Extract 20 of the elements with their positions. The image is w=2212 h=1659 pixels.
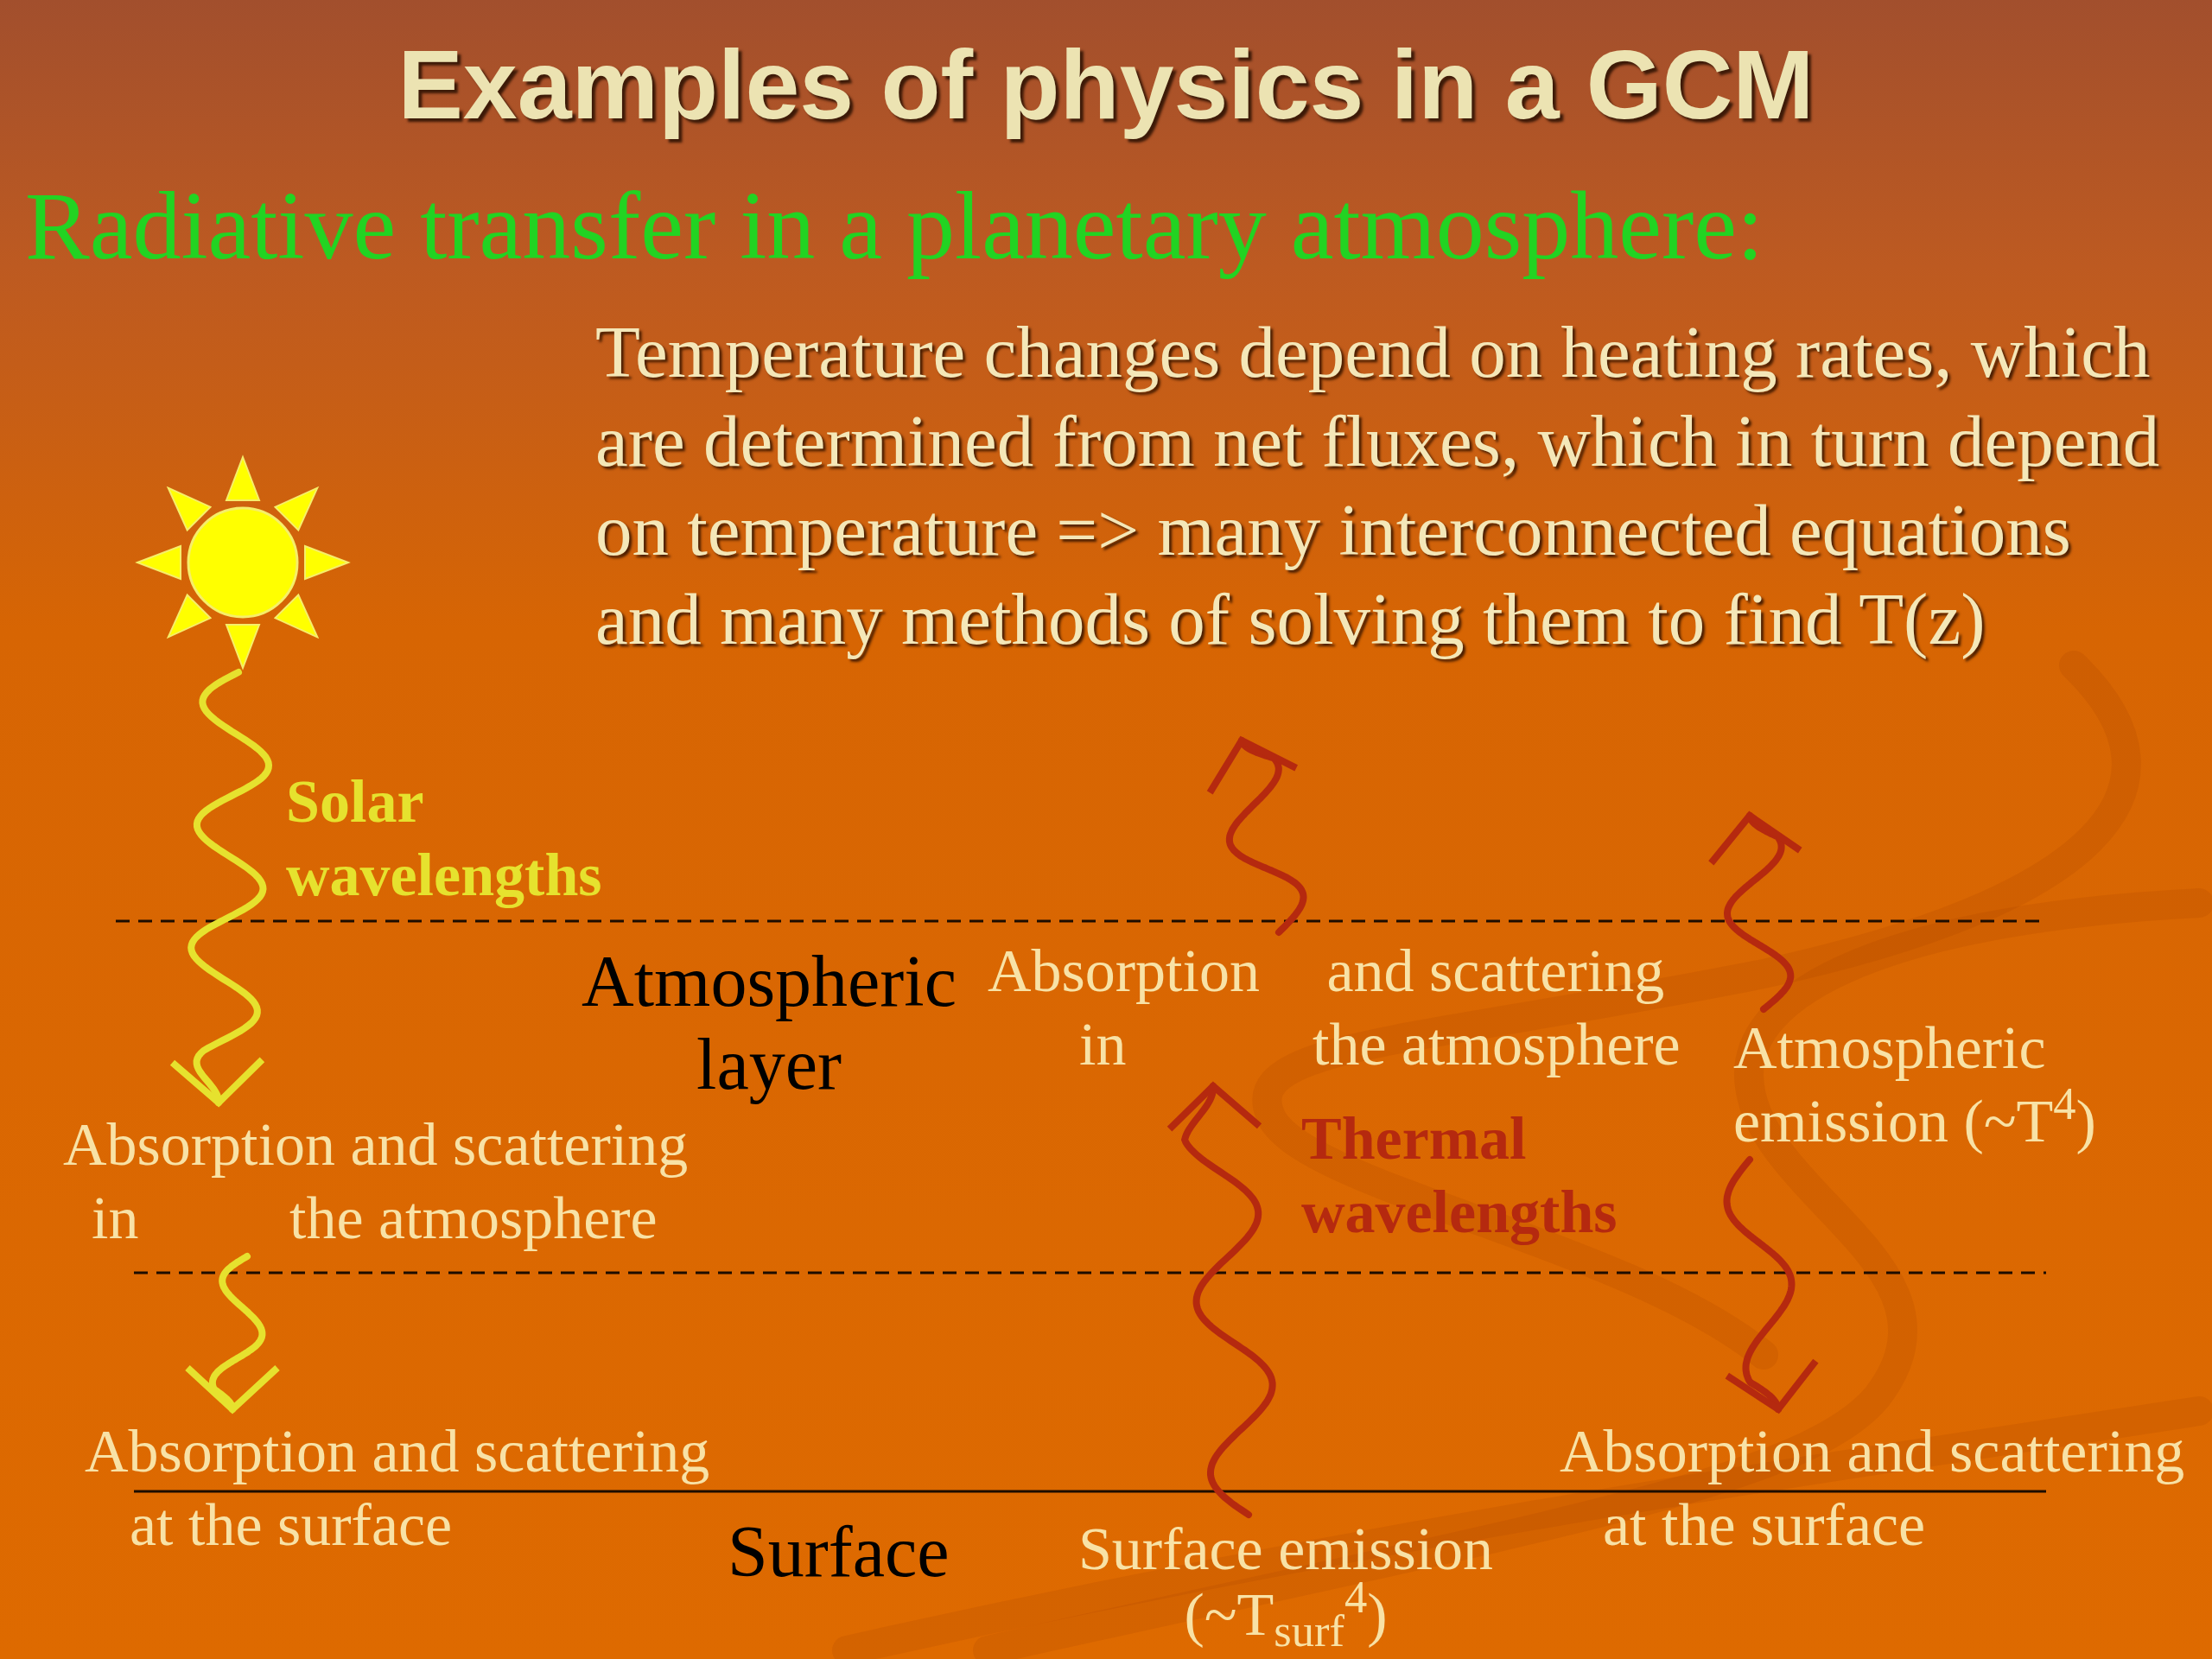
subtitle: Radiative transfer in a planetary atmosphere: bbox=[25, 171, 1764, 281]
layer-label: Surface bbox=[728, 1516, 950, 1588]
sun-icon bbox=[135, 454, 351, 671]
edge-label: Thermal wavelengths bbox=[1301, 1104, 1618, 1247]
edge-label: Solar wavelengths bbox=[286, 767, 603, 910]
layer-label: Atmospheric layer bbox=[581, 940, 957, 1106]
annotation-text: Absorption and scattering in the atmosphere bbox=[63, 1108, 707, 1255]
wavy-arrow bbox=[1707, 812, 1804, 1013]
wavy-arrow bbox=[1206, 737, 1307, 936]
wavy-arrow bbox=[1166, 1083, 1276, 1518]
slide-title: Examples of physics in a GCM bbox=[397, 29, 1815, 141]
annotation-text: Atmospheric emission (~T$^{4}$) bbox=[1733, 1011, 2118, 1158]
wavy-arrow bbox=[1723, 1156, 1820, 1413]
description-text: Temperature changes depend on heating rates, which are determined from net fluxes, which in turn depend on temperature => many interconnected equations and many methods of solving them to find T(z) bbox=[595, 310, 2161, 661]
annotation-text: Absorption and scattering in the atmosphere bbox=[988, 934, 1688, 1081]
annotation-text: Absorption and scattering at the surface bbox=[1560, 1414, 2203, 1561]
wavy-arrow bbox=[168, 669, 273, 1106]
annotation-text: Surface emission (~T$_{surf}$$^{4}$) bbox=[1070, 1516, 1502, 1648]
annotation-text: Absorption and scattering at the surface bbox=[85, 1414, 715, 1561]
wavy-arrow bbox=[184, 1253, 281, 1413]
